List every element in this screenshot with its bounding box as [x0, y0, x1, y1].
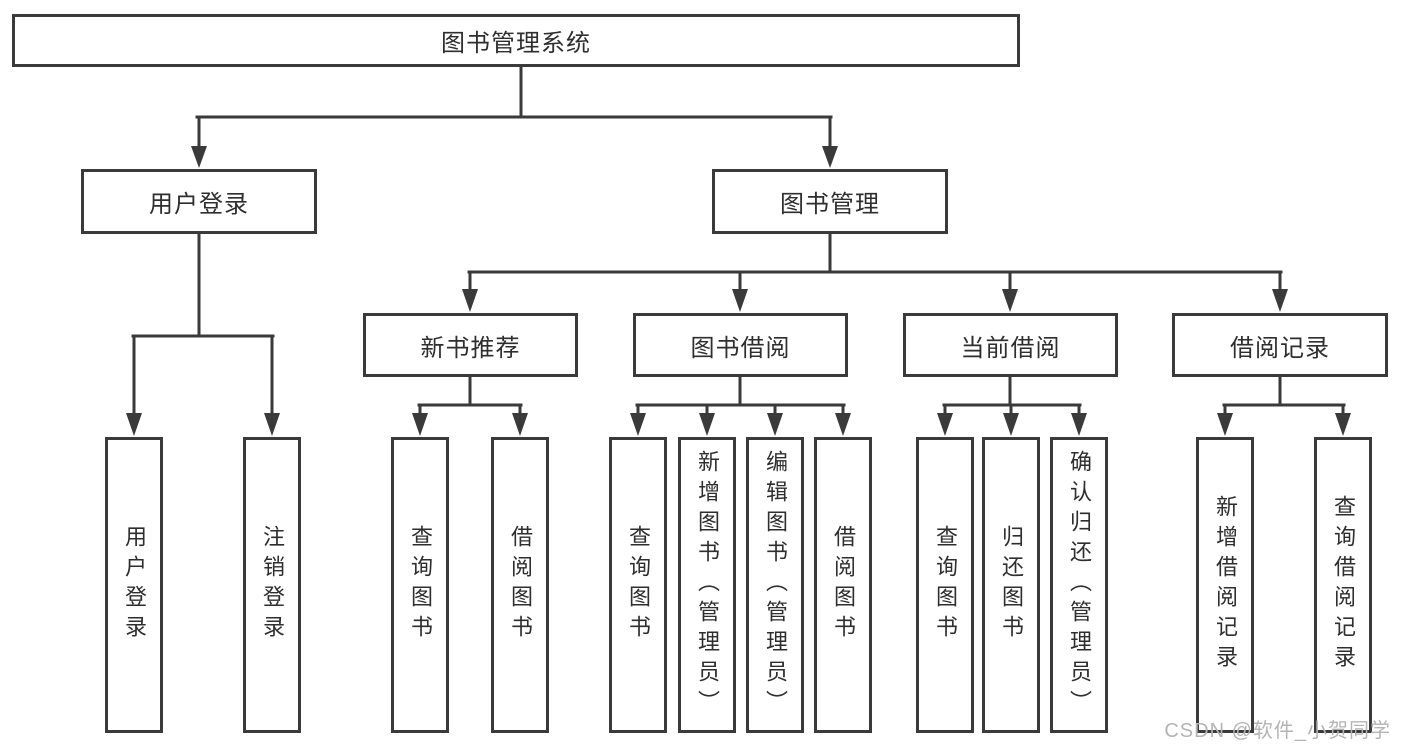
leaf-record-add-borrow-record: 新增借阅记录: [1196, 437, 1254, 733]
leaf-current-query-books: 查询图书: [916, 437, 974, 733]
leaf-newbook-query-books: 查询图书: [391, 437, 449, 733]
edge-newbook-to-leaves: [412, 373, 528, 436]
leaf-newbook-borrow-books: 借阅图书: [491, 437, 549, 733]
arrow-down-icon: [1071, 413, 1087, 436]
node-library-management-system: 图书管理系统: [12, 14, 1020, 67]
arrow-down-icon: [822, 146, 838, 168]
arrow-down-icon: [1003, 413, 1019, 436]
arrow-down-icon: [412, 413, 428, 436]
arrow-down-icon: [191, 146, 207, 168]
arrow-down-icon: [630, 413, 646, 436]
connector-path: [1222, 373, 1346, 417]
edge-mgmt-to-level3: [462, 231, 1288, 312]
node-book-borrow: 图书借阅: [633, 313, 848, 377]
connector-path: [195, 64, 833, 150]
edge-root-to-level2: [191, 64, 838, 168]
node-new-book-recommend: 新书推荐: [363, 313, 578, 377]
arrow-down-icon: [264, 413, 280, 436]
edge-current-to-leaves: [937, 373, 1087, 436]
arrow-down-icon: [126, 413, 142, 436]
leaf-borrow-edit-books-admin: 编辑图书（管理员）: [746, 437, 804, 733]
arrow-down-icon: [1002, 289, 1018, 312]
connector-path: [942, 373, 1082, 417]
leaf-record-query-borrow-record: 查询借阅记录: [1314, 437, 1372, 733]
connector-path: [131, 231, 275, 417]
arrow-down-icon: [462, 289, 478, 312]
arrow-down-icon: [732, 289, 748, 312]
connector-path: [467, 231, 1283, 293]
arrow-down-icon: [699, 413, 715, 436]
watermark: CSDN @软件_小贺同学: [1164, 720, 1391, 742]
arrow-down-icon: [512, 413, 528, 436]
edge-borrow-to-leaves: [630, 373, 851, 436]
connector-path: [635, 373, 846, 417]
node-book-management: 图书管理: [712, 169, 948, 234]
edge-record-to-leaves: [1217, 373, 1351, 436]
arrow-down-icon: [937, 413, 953, 436]
arrow-down-icon: [1217, 413, 1233, 436]
leaf-borrow-add-books-admin: 新增图书（管理员）: [678, 437, 736, 733]
leaf-current-return-books: 归还图书: [982, 437, 1040, 733]
arrow-down-icon: [1335, 413, 1351, 436]
node-current-borrow: 当前借阅: [903, 313, 1118, 377]
node-borrow-record: 借阅记录: [1172, 313, 1388, 377]
leaf-user-login: 用户登录: [105, 437, 163, 733]
arrow-down-icon: [767, 413, 783, 436]
leaf-borrow-query-books: 查询图书: [609, 437, 667, 733]
node-user-login: 用户登录: [81, 169, 317, 234]
arrow-down-icon: [835, 413, 851, 436]
leaf-current-confirm-return-admin: 确认归还（管理员）: [1050, 437, 1108, 733]
leaf-logout: 注销登录: [243, 437, 301, 733]
arrow-down-icon: [1272, 289, 1288, 312]
leaf-borrow-borrow-books: 借阅图书: [814, 437, 872, 733]
edge-login-to-leaves: [126, 231, 280, 436]
connector-path: [417, 373, 523, 417]
